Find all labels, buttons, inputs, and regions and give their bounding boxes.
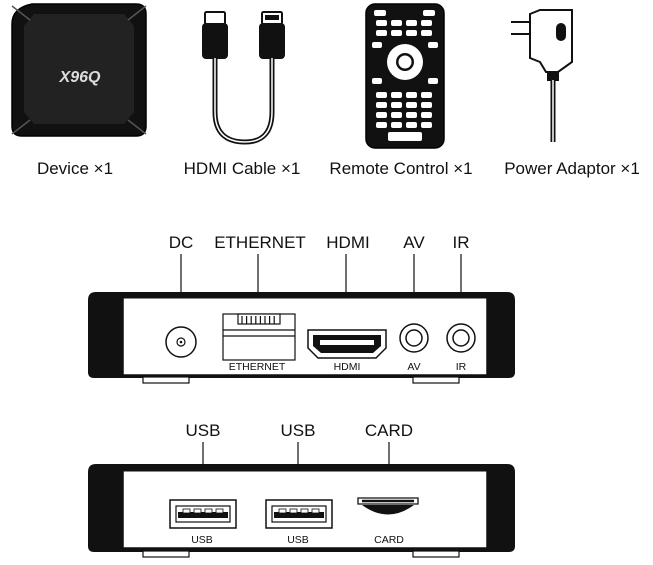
tv-box-icon: X96Q xyxy=(11,3,147,137)
callout-ethernet: ETHERNET xyxy=(214,233,306,252)
dc-port-icon xyxy=(165,326,197,358)
port-label-ethernet: ETHERNET xyxy=(229,361,286,373)
item-label-device: Device ×1 xyxy=(37,159,113,178)
port-label-hdmi: HDMI xyxy=(334,361,361,373)
item-label-remote-control: Remote Control ×1 xyxy=(329,159,472,178)
remote-control-icon xyxy=(365,3,445,149)
callout-usb-2: USB xyxy=(281,421,316,440)
usb-port-icon-1 xyxy=(169,499,237,529)
hdmi-cable-icon xyxy=(202,11,285,145)
callout-usb-1: USB xyxy=(186,421,221,440)
back-panel: DC ETHERNET HDMI AV IR xyxy=(88,233,515,384)
port-label-usb-1: USB xyxy=(191,534,213,546)
port-label-card: CARD xyxy=(374,534,404,546)
power-adaptor-icon xyxy=(511,9,573,142)
card-slot-icon xyxy=(357,497,419,515)
side-panel: USB USB CARD USB xyxy=(88,421,515,558)
port-label-av: AV xyxy=(407,361,420,373)
callout-av: AV xyxy=(403,233,425,252)
callout-ir: IR xyxy=(453,233,470,252)
device-logo: X96Q xyxy=(59,69,101,86)
port-label-usb-2: USB xyxy=(287,534,309,546)
ir-receiver-icon xyxy=(446,323,476,353)
av-port-icon xyxy=(399,323,429,353)
ethernet-port-icon xyxy=(222,313,296,361)
item-label-power-adaptor: Power Adaptor ×1 xyxy=(504,159,640,178)
usb-port-icon-2 xyxy=(265,499,333,529)
port-label-ir: IR xyxy=(456,361,467,373)
callout-dc: DC xyxy=(169,233,194,252)
hdmi-port-icon xyxy=(307,329,387,359)
callout-card: CARD xyxy=(365,421,413,440)
item-label-hdmi-cable: HDMI Cable ×1 xyxy=(184,159,301,178)
callout-hdmi: HDMI xyxy=(326,233,369,252)
